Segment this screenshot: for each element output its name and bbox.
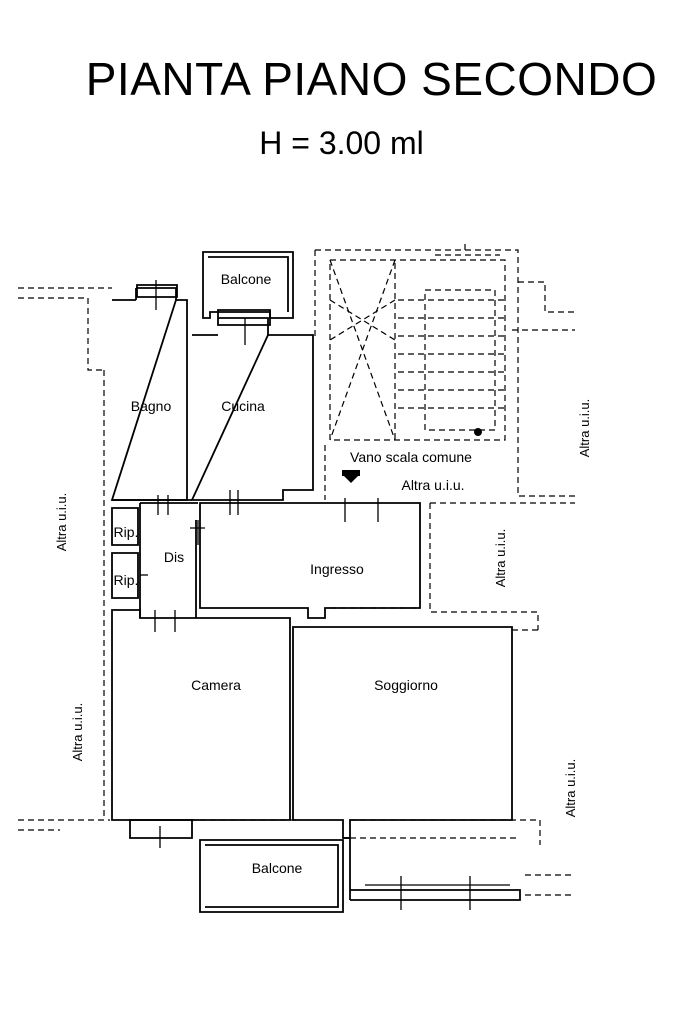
label-soggiorno: Soggiorno <box>374 677 438 693</box>
plan-height: H = 3.00 ml <box>259 125 424 161</box>
label-rip-2: Rip. <box>114 572 139 588</box>
label-ingresso: Ingresso <box>310 561 364 577</box>
label-dis: Dis <box>164 549 184 565</box>
label-cucina: Cucina <box>221 398 265 414</box>
label-altra-right-lower: Altra u.i.u. <box>563 759 578 818</box>
label-bagno: Bagno <box>131 398 172 414</box>
plan-title: PIANTA PIANO SECONDO <box>85 53 658 105</box>
label-altra-stair: Altra u.i.u. <box>401 477 464 493</box>
walls <box>110 251 521 913</box>
label-altra-left-upper: Altra u.i.u. <box>54 493 69 552</box>
label-rip-1: Rip. <box>114 524 139 540</box>
label-altra-right-middle: Altra u.i.u. <box>493 529 508 588</box>
label-altra-left-lower: Altra u.i.u. <box>70 703 85 762</box>
property-boundary <box>18 240 575 896</box>
door-markers <box>140 280 510 910</box>
label-altra-right-upper: Altra u.i.u. <box>577 399 592 458</box>
label-vano-scala: Vano scala comune <box>350 449 472 465</box>
label-balcone-top: Balcone <box>221 271 272 287</box>
stair-arrow-icon <box>342 428 482 483</box>
label-camera: Camera <box>191 677 241 693</box>
label-balcone-bottom: Balcone <box>252 860 303 876</box>
